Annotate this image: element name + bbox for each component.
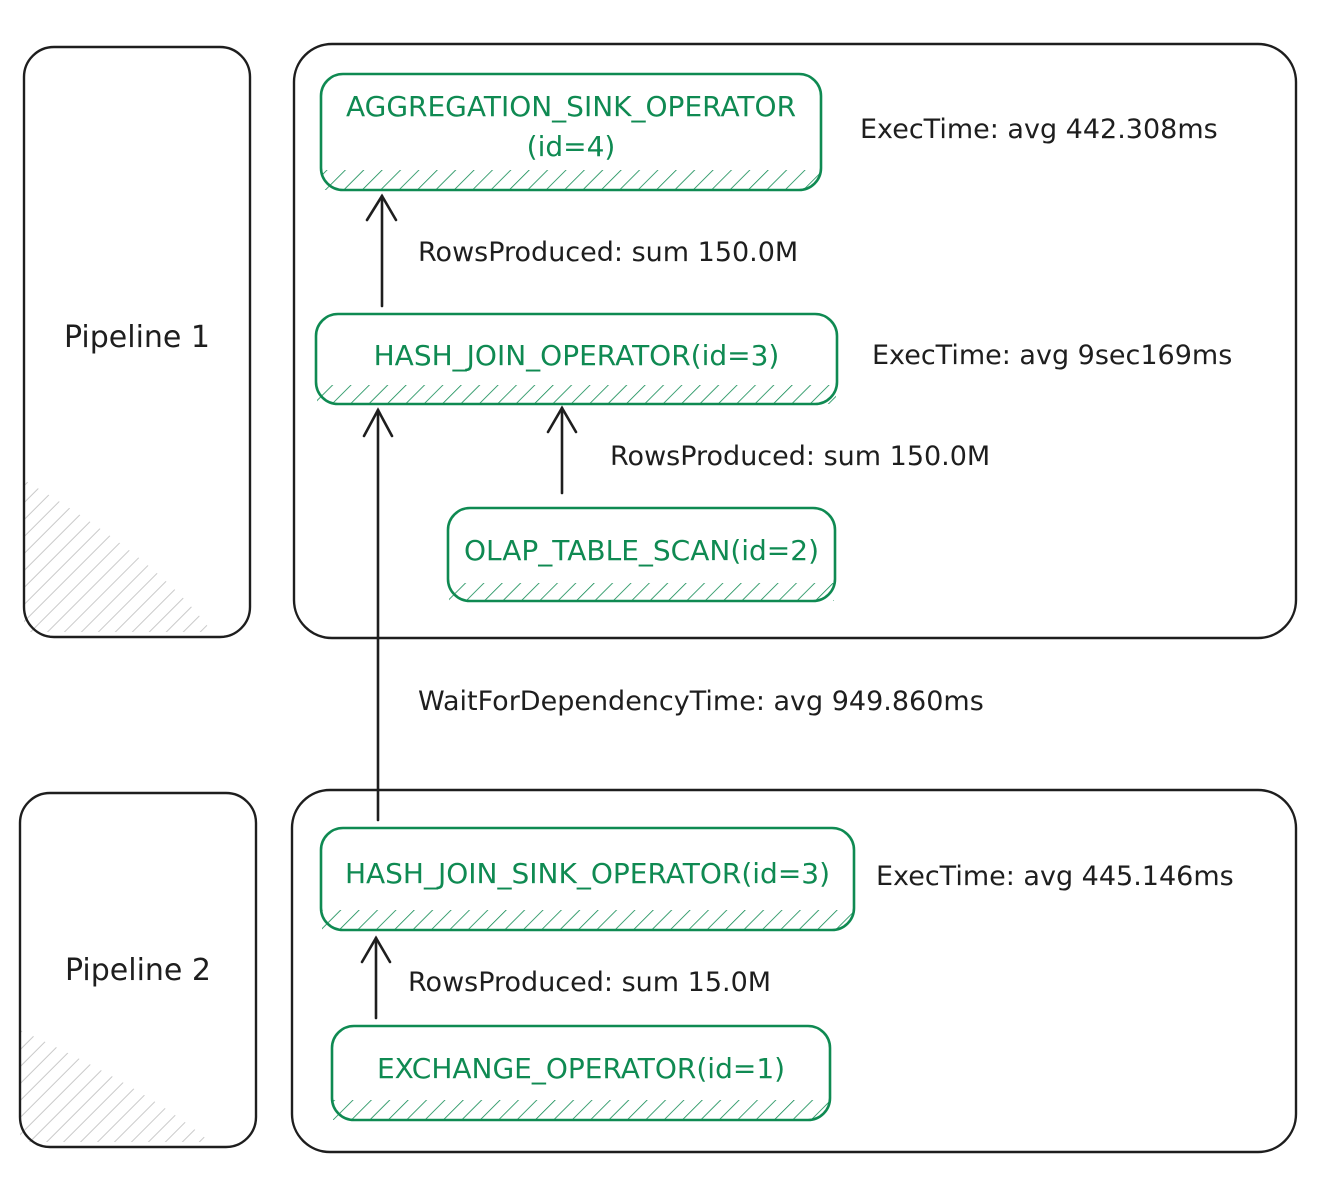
aggregation-sink-operator-box <box>319 72 823 192</box>
arrow-sink-to-hash-join <box>362 407 394 822</box>
rows-produced-exchange: RowsProduced: sum 15.0M <box>408 967 772 998</box>
hash-join-operator-name: HASH_JOIN_OPERATOR(id=3) <box>373 339 780 372</box>
aggregation-exec-time: ExecTime: avg 442.308ms <box>860 114 1218 145</box>
exchange-operator: EXCHANGE_OPERATOR(id=1) <box>332 1030 830 1108</box>
olap-table-scan-box <box>446 506 837 603</box>
olap-table-scan-operator: OLAP_TABLE_SCAN(id=2) <box>448 512 835 590</box>
wait-for-dependency-time: WaitForDependencyTime: avg 949.860ms <box>418 686 984 717</box>
arrow-exchange-to-sink <box>360 935 392 1020</box>
aggregation-sink-operator: AGGREGATION_SINK_OPERATOR (id=4) <box>321 82 821 172</box>
rows-produced-hash-join: RowsProduced: sum 150.0M <box>418 237 799 268</box>
arrow-hash-join-to-aggregation <box>365 193 398 308</box>
aggregation-sink-operator-name: AGGREGATION_SINK_OPERATOR <box>345 90 797 123</box>
hash-join-operator: HASH_JOIN_OPERATOR(id=3) <box>316 318 837 394</box>
arrow-scan-to-hash-join <box>546 405 578 495</box>
exchange-operator-box <box>330 1024 832 1122</box>
pipeline-1-container <box>292 42 1298 640</box>
hash-join-sink-operator-box <box>319 826 856 932</box>
hash-join-sink-operator-name: HASH_JOIN_SINK_OPERATOR(id=3) <box>344 857 831 890</box>
hash-join-operator-box <box>314 312 839 406</box>
olap-table-scan-operator-name: OLAP_TABLE_SCAN(id=2) <box>463 534 819 567</box>
pipeline-2-container <box>290 788 1298 1154</box>
hash-join-sink-exec-time: ExecTime: avg 445.146ms <box>876 861 1234 892</box>
hash-join-sink-operator: HASH_JOIN_SINK_OPERATOR(id=3) <box>321 832 854 916</box>
pipeline-2-box <box>18 791 258 1149</box>
pipeline-2-label: Pipeline 2 <box>64 953 212 988</box>
aggregation-sink-operator-id: (id=4) <box>526 130 616 163</box>
hash-join-exec-time: ExecTime: avg 9sec169ms <box>872 340 1233 371</box>
exchange-operator-name: EXCHANGE_OPERATOR(id=1) <box>376 1052 786 1085</box>
rows-produced-olap-scan: RowsProduced: sum 150.0M <box>610 441 991 472</box>
pipeline-1-box <box>22 45 252 639</box>
pipeline-1-label: Pipeline 1 <box>63 320 211 355</box>
